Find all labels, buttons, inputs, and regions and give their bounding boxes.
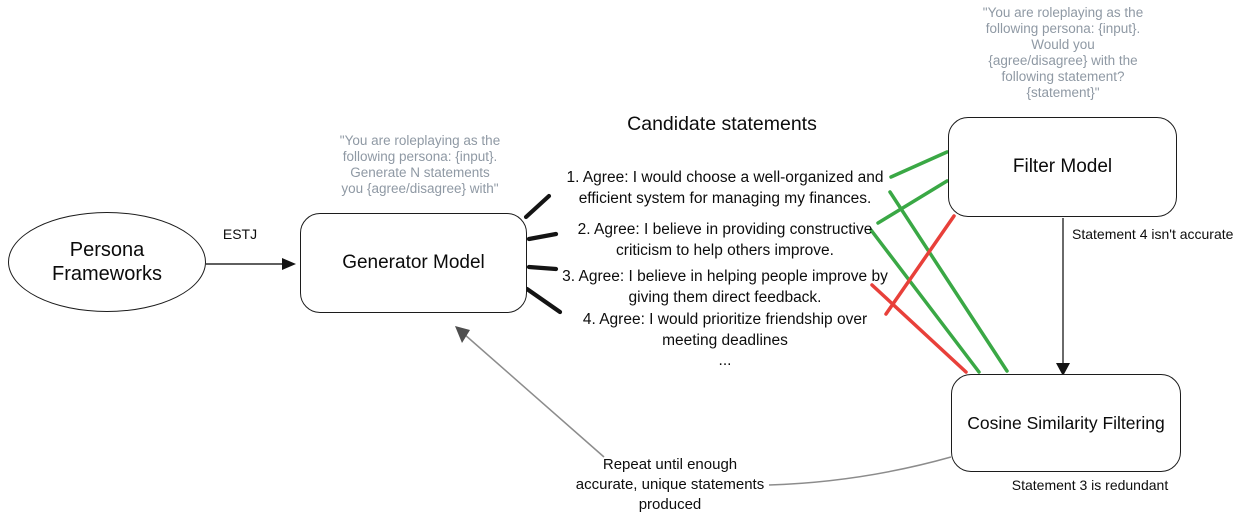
- arrowhead-repeat-generator: [455, 326, 470, 343]
- generator-prompt-text: "You are roleplaying as the following pe…: [339, 133, 501, 196]
- statements-ellipsis: ...: [718, 352, 732, 369]
- edge-cosine-repeat-note: [768, 456, 952, 486]
- filter-prompt-text: "You are roleplaying as the following pe…: [982, 5, 1144, 100]
- filter-model-node: Filter Model: [948, 117, 1177, 217]
- cosine-filtering-label: Cosine Similarity Filtering: [967, 412, 1165, 433]
- generator-model-label: Generator Model: [342, 251, 485, 273]
- filter-model-label: Filter Model: [1012, 155, 1113, 177]
- statement-4: 4. Agree: I would prioritize friendship …: [582, 311, 868, 349]
- candidate-statements-title: Candidate statements: [627, 113, 817, 135]
- cosine-filtering-node: Cosine Similarity Filtering: [951, 374, 1181, 472]
- cosine-rejection-note: Statement 3 is redundant: [1011, 477, 1169, 493]
- repeat-loop-note: Repeat until enough accurate, unique sta…: [575, 456, 765, 513]
- arrowhead-generator: [282, 258, 296, 270]
- persona-frameworks-node: Persona Frameworks: [8, 212, 206, 312]
- statement-2: 2. Agree: I believe in providing constru…: [577, 221, 873, 259]
- statement-1: 1. Agree: I would choose a well-organize…: [566, 169, 884, 207]
- persona-frameworks-label: Persona Frameworks: [51, 239, 162, 285]
- statement-3: 3. Agree: I believe in helping people im…: [562, 268, 888, 306]
- filter-rejection-note: Statement 4 isn't accurate: [1072, 226, 1234, 242]
- generator-model-node: Generator Model: [300, 213, 527, 313]
- estj-edge-label: ESTJ: [222, 226, 258, 242]
